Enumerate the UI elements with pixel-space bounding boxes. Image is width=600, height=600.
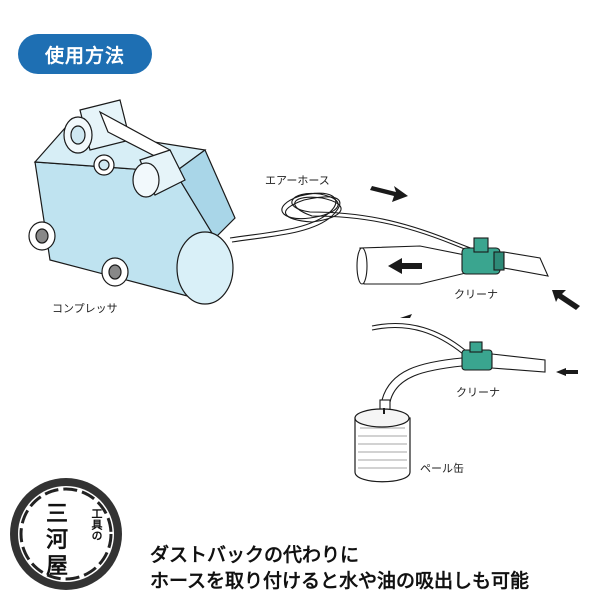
arrow-small-2-icon <box>556 368 578 376</box>
logo-big-text-2: 河 <box>46 528 69 553</box>
cleaner-top-label: クリーナ <box>454 288 498 301</box>
brand-logo <box>10 478 122 590</box>
arrow-up-left-icon <box>552 290 580 310</box>
compressor-label: コンプレッサ <box>52 302 118 315</box>
pail-can <box>354 408 411 483</box>
flow-arrows <box>370 186 580 376</box>
logo-small-text: 工具の <box>90 508 103 541</box>
pail-label: ペール缶 <box>420 462 464 475</box>
page-title: 使用方法 <box>18 34 152 74</box>
cleaner-bottom-label: クリーナ <box>456 386 500 399</box>
air-hose <box>229 192 497 261</box>
cleaner-top <box>356 237 549 285</box>
arrow-small-1-icon <box>400 314 412 318</box>
caption-line-1: ダストバックの代わりに <box>150 544 360 566</box>
logo-big-text-1: 三 <box>46 502 69 527</box>
compressor-illustration <box>28 99 236 305</box>
logo-big-text-3: 屋 <box>46 554 69 579</box>
caption-line-2: ホースを取り付けると水や油の吸出しも可能 <box>150 570 530 592</box>
arrow-left-icon <box>388 258 422 274</box>
arrow-air-in-icon <box>370 186 408 202</box>
cleaner-bottom <box>371 322 546 411</box>
air-hose-label: エアーホース <box>265 174 330 187</box>
